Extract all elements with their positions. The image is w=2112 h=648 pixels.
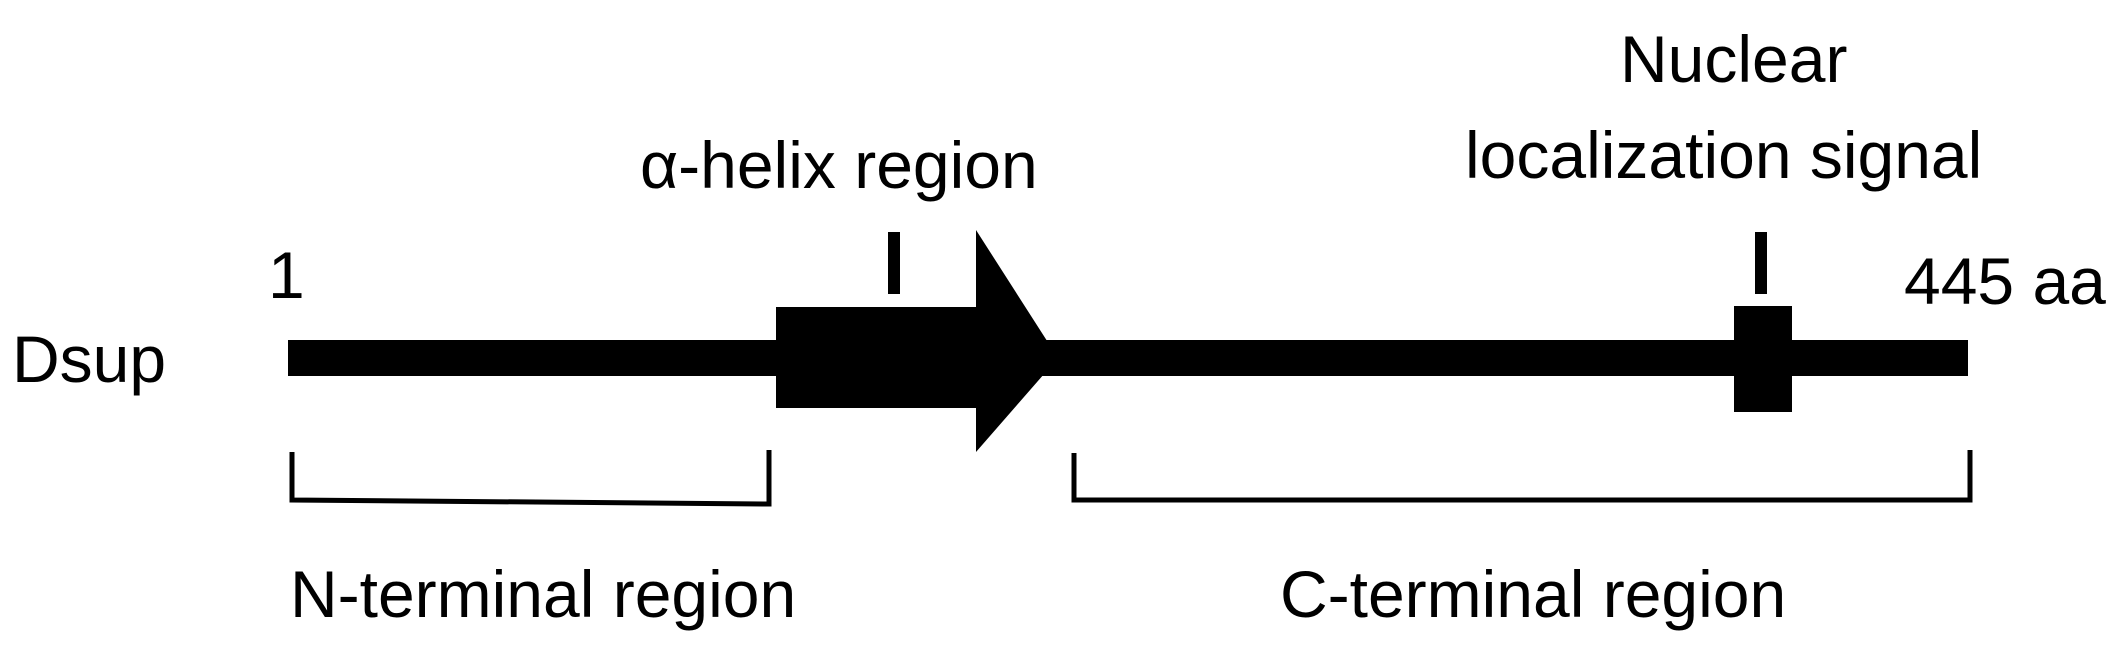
nls-label-line2: localization signal	[1465, 118, 1982, 192]
c-terminal-bracket	[1071, 450, 1973, 503]
nls-label-line1: Nuclear	[1620, 22, 1847, 96]
end-position-label: 445 aa	[1904, 244, 2106, 318]
start-position-label: 1	[268, 238, 305, 312]
nls-domain-box	[1734, 306, 1792, 412]
nls-tick-mark	[1755, 232, 1767, 294]
helix-domain-arrow	[776, 230, 1058, 452]
helix-tick-mark	[888, 232, 900, 294]
protein-backbone	[288, 340, 1968, 376]
n-terminal-bracket	[289, 450, 772, 507]
c-terminal-region-label: C-terminal region	[1280, 557, 1786, 631]
protein-name-label: Dsup	[12, 322, 166, 396]
n-terminal-region-label: N-terminal region	[290, 557, 796, 631]
helix-region-label: α-helix region	[640, 128, 1038, 202]
